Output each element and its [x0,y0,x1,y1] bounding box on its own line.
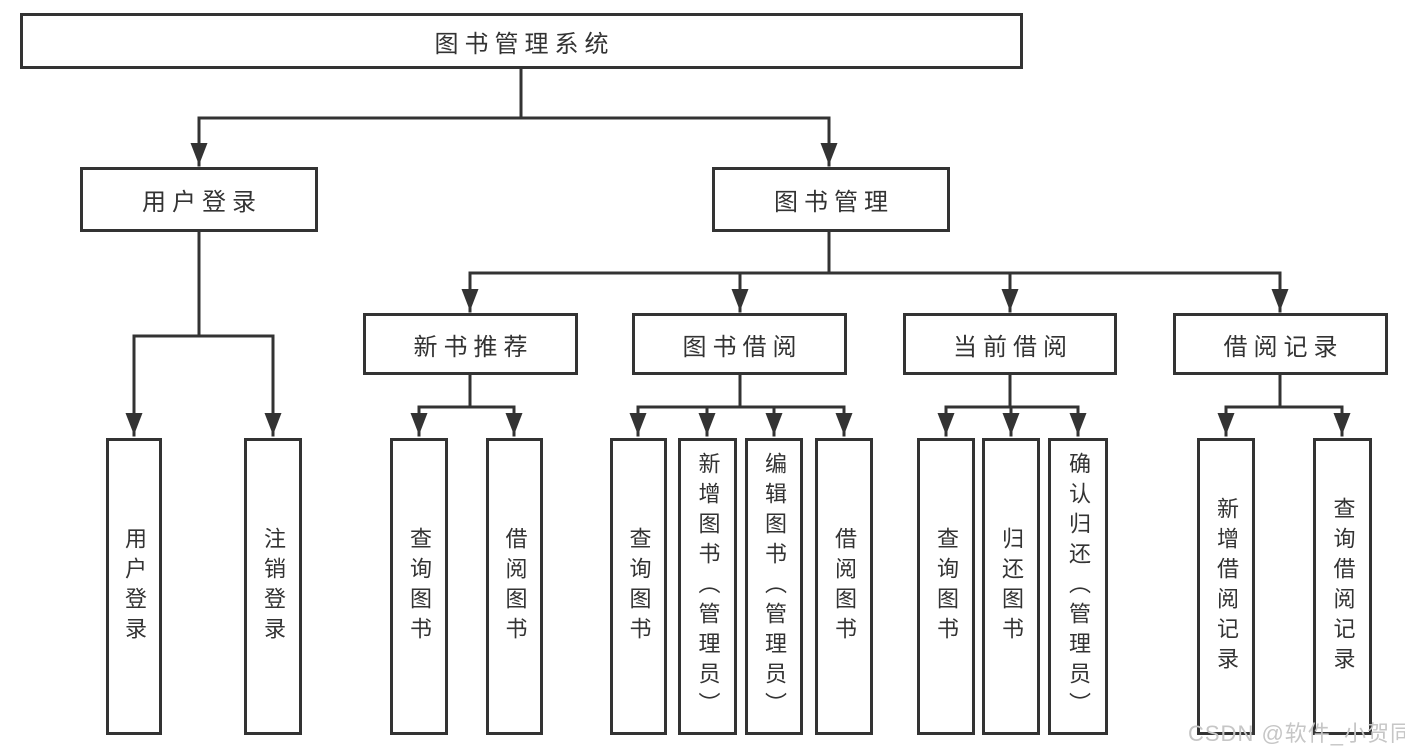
csdn-watermark: CSDN @软件_小贺同学 [1188,721,1405,746]
node-user-login: 用户登录 [80,167,318,232]
node-current-borrow: 当前借阅 [903,313,1117,375]
leaf-confirm-return-admin: 确认归还（管理员） [1048,438,1108,735]
node-root: 图书管理系统 [20,13,1023,69]
node-book-management: 图书管理 [712,167,950,232]
leaf-return-books: 归还图书 [982,438,1040,735]
leaf-add-borrow-record: 新增借阅记录 [1197,438,1255,735]
leaf-edit-book-admin: 编辑图书（管理员） [745,438,803,735]
leaf-query-books-2: 查询图书 [610,438,667,735]
leaf-logout: 注销登录 [244,438,302,735]
leaf-add-book-admin: 新增图书（管理员） [678,438,737,735]
leaf-query-borrow-record: 查询借阅记录 [1313,438,1372,735]
node-book-borrow: 图书借阅 [632,313,847,375]
leaf-borrow-books-1: 借阅图书 [486,438,543,735]
leaf-borrow-books-2: 借阅图书 [815,438,873,735]
leaf-user-login: 用户登录 [106,438,162,735]
node-new-book-recommend: 新书推荐 [363,313,578,375]
node-borrow-records: 借阅记录 [1173,313,1388,375]
leaf-query-books-3: 查询图书 [917,438,975,735]
leaf-query-books-1: 查询图书 [390,438,448,735]
